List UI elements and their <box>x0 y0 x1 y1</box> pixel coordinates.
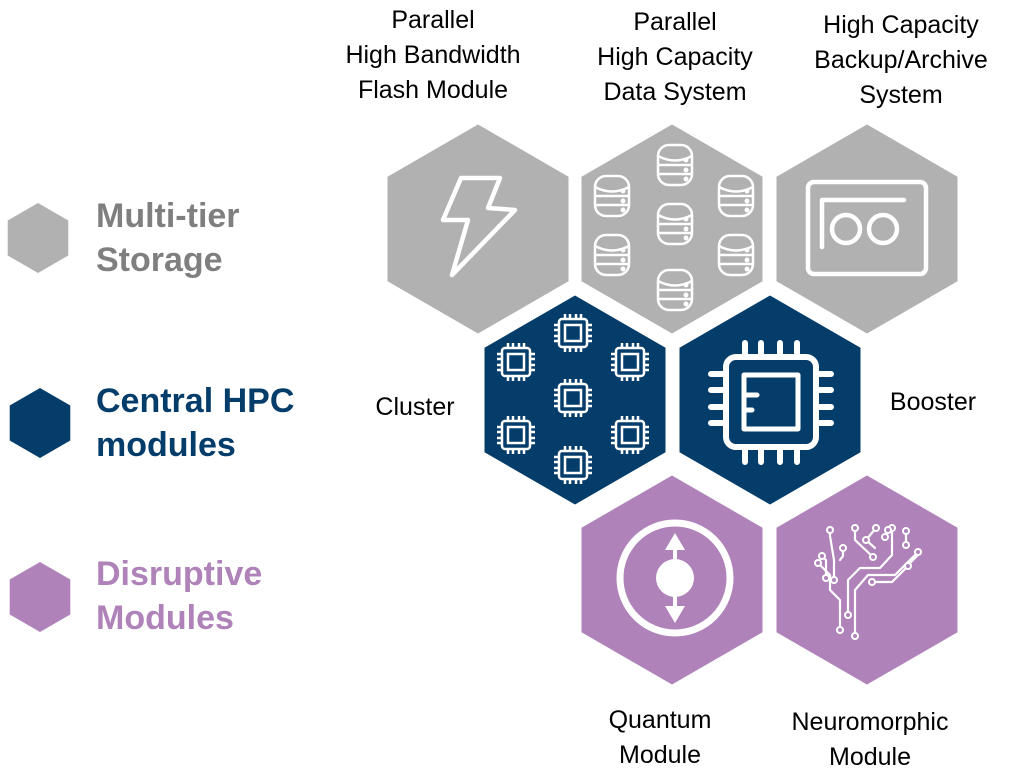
tape-archive-icon <box>805 179 929 277</box>
cpu-icon <box>611 343 649 381</box>
cpu-icon <box>497 416 535 454</box>
legend-hex-disruptive <box>9 562 71 632</box>
database-icon <box>717 174 755 218</box>
hexagon-data <box>575 117 769 341</box>
database-icon <box>593 233 631 277</box>
cpu-chip-icon <box>708 340 834 465</box>
legend-label-storage: Multi-tier Storage <box>96 197 240 279</box>
database-icon <box>656 143 694 187</box>
legend-label-hpc: Central HPC modules <box>96 382 295 464</box>
cpu-icon <box>611 416 649 454</box>
cpu-icon <box>554 379 592 417</box>
module-label-cluster: Cluster <box>375 393 455 421</box>
module-hex-neuromorphic <box>770 468 964 692</box>
module-label-quantum: Quantum Module <box>608 706 712 769</box>
module-hex-data <box>575 117 769 341</box>
lightning-bolt-icon <box>440 175 518 278</box>
cpu-icon <box>554 314 592 352</box>
module-label-archive: High Capacity Backup/Archive System <box>814 11 988 109</box>
database-icon <box>656 268 694 312</box>
legend-hex-storage <box>7 203 69 273</box>
database-icon <box>593 174 631 218</box>
database-icon <box>717 233 755 277</box>
hexagon-booster <box>673 288 867 512</box>
database-cluster-icon <box>593 143 755 312</box>
module-label-neuromorphic: Neuromorphic Module <box>791 708 949 771</box>
module-label-booster: Booster <box>889 388 977 416</box>
hexagon-neuromorphic <box>770 468 964 692</box>
legend-label-disruptive: Disruptive Modules <box>96 555 263 637</box>
module-hex-booster <box>673 288 867 512</box>
module-hex-flash <box>381 117 575 341</box>
cpu-icon <box>554 446 592 484</box>
cpu-icon <box>497 343 535 381</box>
module-label-flash: Parallel High Bandwidth Flash Module <box>345 6 521 104</box>
multi-cpu-icon <box>497 314 649 484</box>
module-label-data: Parallel High Capacity Data System <box>597 8 753 106</box>
database-icon <box>656 202 694 246</box>
legend-hex-hpc <box>9 388 71 458</box>
hexagon-flash <box>381 117 575 341</box>
